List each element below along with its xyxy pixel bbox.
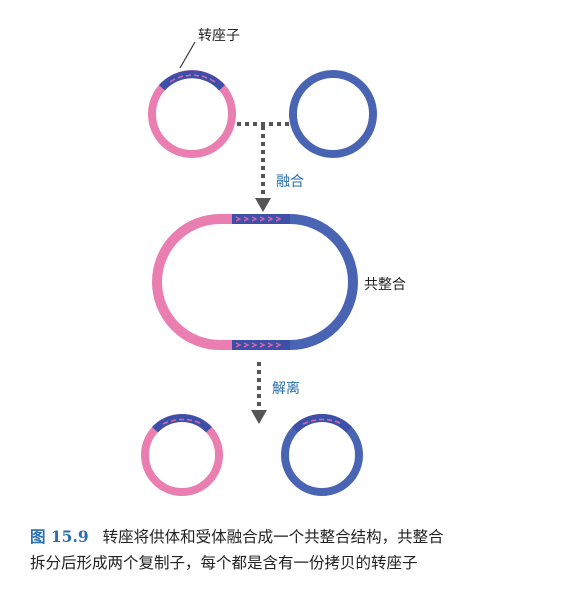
recipient-plasmid <box>289 70 377 158</box>
figure-caption: 图 15.9 转座将供体和受体融合成一个共整合结构，共整合 拆分后形成两个复制子，… <box>30 524 570 576</box>
figure-number: 图 15.9 <box>30 527 89 546</box>
donor-transposon-segment <box>159 70 225 91</box>
donor-replicon-with-transposon <box>141 414 223 496</box>
fusion-arrow <box>237 122 290 212</box>
donor-plasmid <box>148 70 236 158</box>
resolution-arrow <box>251 362 267 424</box>
transposon-label: 转座子 <box>198 28 240 44</box>
caption-line-1: 图 15.9 转座将供体和受体融合成一个共整合结构，共整合 <box>30 524 570 550</box>
recipient-replicon-with-transposon <box>281 414 363 496</box>
transposition-diagram: 转座子 融合 共整合 解离 <box>141 28 406 496</box>
donor-replicon-transposon-segment <box>152 414 212 433</box>
recipient-replicon-transposon-segment <box>292 414 352 433</box>
cointegrate-structure <box>152 214 358 350</box>
resolution-label: 解离 <box>272 380 300 397</box>
caption-text-1: 转座将供体和受体融合成一个共整合结构，共整合 <box>102 528 444 546</box>
fusion-label: 融合 <box>276 174 304 190</box>
transposon-leader-line <box>179 41 196 69</box>
caption-line-2: 拆分后形成两个复制子，每个都是含有一份拷贝的转座子 <box>30 554 418 572</box>
cointegrate-label: 共整合 <box>364 277 406 293</box>
